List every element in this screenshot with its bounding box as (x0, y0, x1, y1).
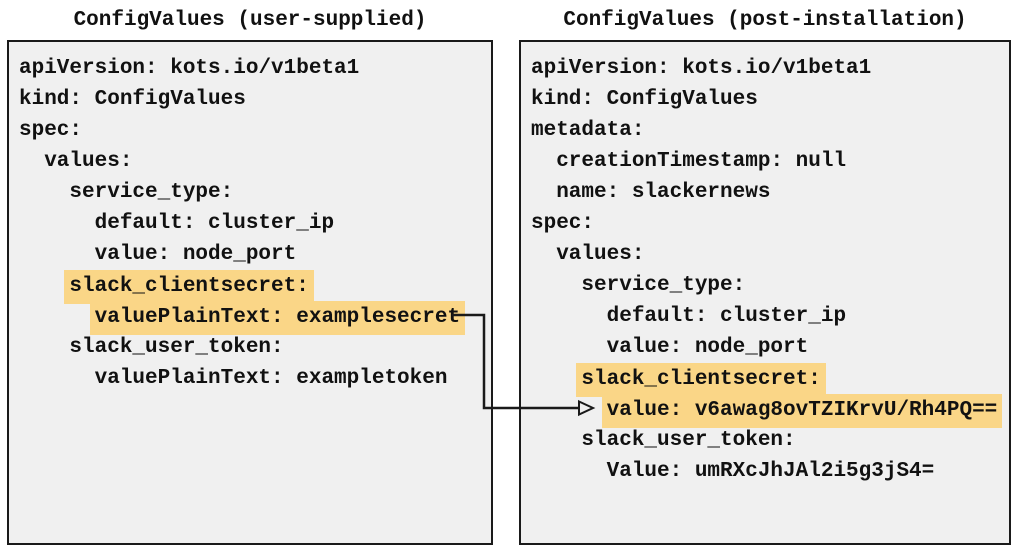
code-text: value: node_port (94, 243, 297, 266)
code-line: apiVersion: kots.io/v1beta1 (531, 53, 1003, 84)
highlighted-code-text: slack_clientsecret: (64, 270, 314, 304)
code-text: values: (44, 150, 133, 173)
code-text: Value: umRXcJhJAl2i5g3jS4= (606, 460, 935, 483)
code-text: spec: (19, 119, 83, 142)
code-text: kind: ConfigValues (19, 88, 246, 111)
code-line: valuePlainText: exampletoken (19, 363, 485, 394)
code-line: valuePlainText: examplesecret (19, 301, 485, 335)
highlighted-code-text: valuePlainText: examplesecret (89, 301, 466, 335)
code-line: name: slackernews (531, 177, 1003, 208)
code-line: Value: umRXcJhJAl2i5g3jS4= (531, 456, 1003, 487)
code-text: spec: (531, 212, 595, 235)
code-text: creationTimestamp: null (556, 150, 847, 173)
code-line: kind: ConfigValues (531, 84, 1003, 115)
code-text: service_type: (69, 181, 234, 204)
code-line: service_type: (531, 270, 1003, 301)
code-text: valuePlainText: exampletoken (94, 367, 448, 390)
code-text: value: node_port (606, 336, 809, 359)
code-line: value: v6awag8ovTZIKrvU/Rh4PQ== (531, 394, 1003, 428)
code-text: name: slackernews (556, 181, 771, 204)
left-panel-title: ConfigValues (user-supplied) (73, 9, 427, 32)
code-text: apiVersion: kots.io/v1beta1 (531, 57, 872, 80)
code-text: slack_user_token: (581, 429, 796, 452)
code-text: service_type: (581, 274, 746, 297)
code-line: creationTimestamp: null (531, 146, 1003, 177)
code-line: spec: (531, 208, 1003, 239)
code-line: values: (531, 239, 1003, 270)
left-codebox: apiVersion: kots.io/v1beta1 kind: ConfigV… (7, 40, 493, 545)
code-line: value: node_port (531, 332, 1003, 363)
highlighted-code-text: value: v6awag8ovTZIKrvU/Rh4PQ== (601, 394, 1003, 428)
right-codebox: apiVersion: kots.io/v1beta1 kind: ConfigV… (519, 40, 1011, 545)
code-line: default: cluster_ip (531, 301, 1003, 332)
code-line: service_type: (19, 177, 485, 208)
code-line: values: (19, 146, 485, 177)
code-line: slack_clientsecret: (19, 270, 485, 304)
code-text: slack_user_token: (69, 336, 284, 359)
code-line: slack_user_token: (19, 332, 485, 363)
code-text: metadata: (531, 119, 645, 142)
code-line: default: cluster_ip (19, 208, 485, 239)
code-line: slack_clientsecret: (531, 363, 1003, 397)
highlighted-code-text: slack_clientsecret: (576, 363, 826, 397)
code-line: slack_user_token: (531, 425, 1003, 456)
code-text: apiVersion: kots.io/v1beta1 (19, 57, 360, 80)
code-line: kind: ConfigValues (19, 84, 485, 115)
code-line: spec: (19, 115, 485, 146)
code-text: default: cluster_ip (606, 305, 847, 328)
right-panel-title: ConfigValues (post-installation) (563, 9, 967, 32)
code-line: apiVersion: kots.io/v1beta1 (19, 53, 485, 84)
code-text: default: cluster_ip (94, 212, 335, 235)
code-text: values: (556, 243, 645, 266)
code-line: value: node_port (19, 239, 485, 270)
code-line: metadata: (531, 115, 1003, 146)
code-text: kind: ConfigValues (531, 88, 758, 111)
